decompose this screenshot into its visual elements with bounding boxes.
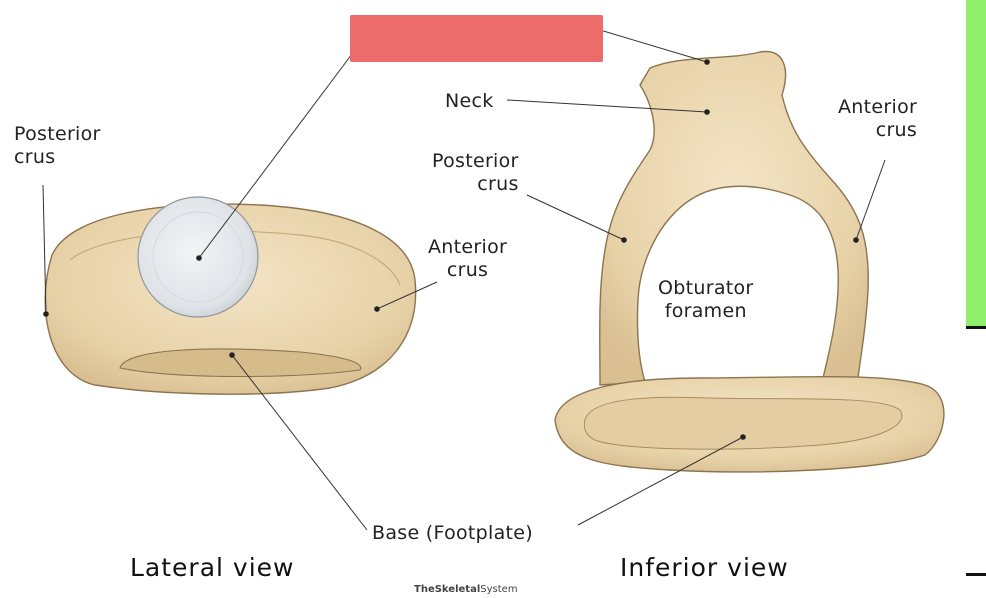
- leader-base-right: [577, 436, 744, 526]
- lateral-crus-ridge: [69, 230, 401, 286]
- side-divider-top: [966, 326, 986, 329]
- inferior-footplate-groove: [583, 396, 903, 450]
- inferior-view-bone: [554, 50, 945, 473]
- leader-anterior-crus-left: [376, 281, 438, 310]
- leader-neck: [506, 99, 708, 113]
- lateral-view-bone: [44, 196, 417, 395]
- title-inferior-view: Inferior view: [620, 553, 789, 582]
- leader-anterior-crus-right: [855, 159, 886, 241]
- leader-head-mask: [198, 49, 356, 259]
- label-base-footplate: Base (Footplate): [372, 522, 534, 544]
- lateral-base-groove: [119, 348, 362, 378]
- label-neck: Neck: [445, 90, 494, 112]
- label-obturator-foramen: Obturator foramen: [658, 277, 754, 322]
- label-anterior-crus-left: Anterior crus: [428, 236, 508, 281]
- stapes-head-inner: [152, 211, 244, 303]
- title-lateral-view: Lateral view: [130, 553, 295, 582]
- label-posterior-crus-left: Posterior crus: [14, 123, 101, 168]
- label-mask: [350, 15, 603, 62]
- leader-lines: [42, 29, 886, 531]
- leader-dots: [43, 59, 859, 440]
- watermark-normal: System: [480, 584, 518, 595]
- label-posterior-crus-right: Posterior crus: [432, 150, 519, 195]
- side-green-panel: [966, 0, 986, 326]
- leader-base-left: [231, 354, 368, 531]
- label-anterior-crus-right: Anterior crus: [838, 96, 918, 141]
- watermark: TheSkeletalSystem: [414, 584, 518, 595]
- watermark-bold: TheSkeletal: [414, 584, 481, 595]
- leader-mask-to-right: [599, 29, 708, 63]
- side-divider-bottom: [966, 573, 986, 576]
- leader-posterior-crus-right: [526, 194, 625, 241]
- leader-posterior-crus-left: [42, 184, 47, 315]
- inferior-stapes-outline: [599, 50, 869, 392]
